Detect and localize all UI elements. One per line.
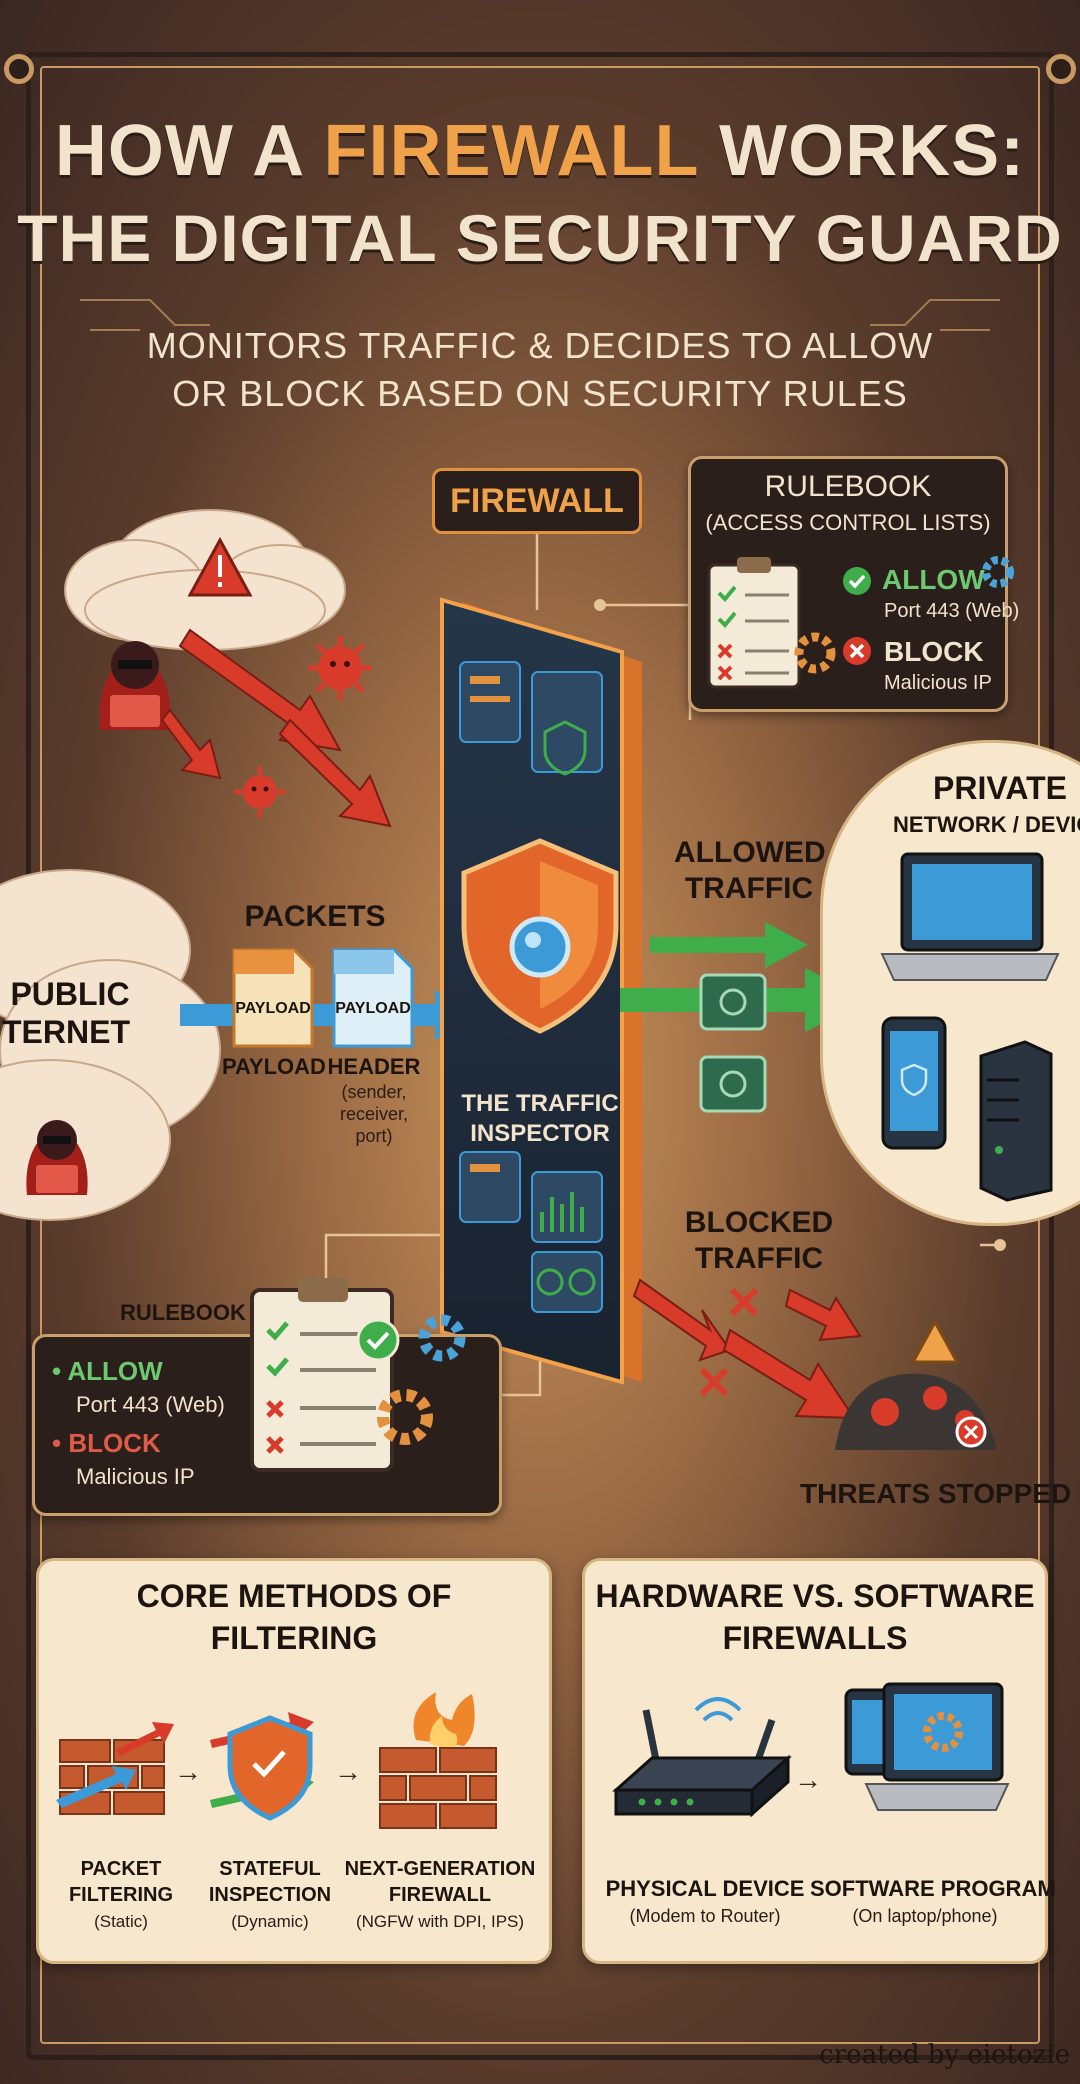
clipboard-icon	[250, 1278, 394, 1472]
page-title-line1: HOW A FIREWALL WORKS:	[54, 111, 1026, 191]
method-3-name2: FIREWALL	[388, 1884, 492, 1906]
circuit-decoration	[80, 299, 1000, 331]
clipboard-icon	[707, 557, 801, 689]
threat-pile-icon	[835, 1318, 997, 1450]
rulebook-bottom-allow-detail: Port 443 (Web)	[76, 1392, 225, 1417]
hacker-icon	[26, 1120, 88, 1195]
method-1-detail: (Static)	[94, 1912, 148, 1931]
gear-blue-icon	[982, 556, 1014, 588]
rulebook-top-allow-detail: Port 443 (Web)	[884, 600, 1020, 622]
packet-icon	[332, 948, 414, 1048]
threat-arrows	[160, 628, 392, 828]
payload-label: PAYLOAD	[222, 1054, 326, 1079]
blocked-label2: TRAFFIC	[694, 1242, 824, 1275]
gear-blue-icon	[418, 1314, 466, 1362]
allowed-label2: TRAFFIC	[684, 872, 814, 905]
server-icon	[979, 1040, 1053, 1202]
phone-icon	[881, 1016, 947, 1150]
rulebook-top-title: RULEBOOK	[764, 470, 932, 503]
sw-item-detail: (On laptop/phone)	[852, 1906, 998, 1926]
method-1-name1: PACKET	[80, 1858, 162, 1880]
threats-stopped-label: THREATS STOPPED	[800, 1478, 1072, 1509]
virus-icon	[234, 766, 286, 818]
hw-sw-title1: HARDWARE VS. SOFTWARE	[595, 1578, 1035, 1614]
allowed-label1: ALLOWED	[674, 836, 826, 869]
firewall-label: FIREWALL	[432, 468, 642, 534]
rulebook-top-subtitle: (ACCESS CONTROL LISTS)	[705, 510, 991, 535]
inspector-label1: THE TRAFFIC	[461, 1090, 619, 1117]
method-2-name1: STATEFUL	[219, 1858, 321, 1880]
laptop-icon	[880, 852, 1060, 981]
allowed-arrow-small	[650, 922, 808, 968]
hacker-icon	[99, 641, 171, 730]
header-detail-2: receiver,	[339, 1104, 409, 1124]
header-detail-3: port)	[355, 1126, 393, 1146]
arrow-right-icon: →	[794, 1764, 822, 1795]
arrow-right-icon: →	[174, 1756, 202, 1787]
brick-wall-icon	[56, 1722, 174, 1815]
router-icon	[612, 1697, 792, 1818]
private-network-label1: PRIVATE	[933, 770, 1067, 806]
arrow-right-icon: →	[334, 1756, 362, 1787]
corner-ornament-icon	[4, 54, 34, 84]
threat-cloud	[64, 509, 346, 651]
shield-inspect-icon	[210, 1712, 314, 1821]
method-2-detail: (Dynamic)	[231, 1912, 309, 1931]
packet2-tag: PAYLOAD	[335, 1000, 411, 1017]
page-title-line2: THE DIGITAL SECURITY GUARD	[17, 201, 1063, 275]
rulebook-bottom-allow-label: ALLOW	[67, 1356, 163, 1386]
corner-ornament-icon	[1046, 54, 1076, 84]
packet1-tag: PAYLOAD	[235, 1000, 311, 1017]
gear-icon	[377, 1389, 433, 1445]
public-internet-label2: INTERNET	[0, 1014, 130, 1050]
rulebook-bottom-block-label: BLOCK	[68, 1428, 161, 1458]
packets-title: PACKETS	[244, 900, 386, 933]
inspector-lens-icon	[509, 916, 571, 978]
hw-item-name: PHYSICAL DEVICE	[605, 1876, 805, 1901]
rulebook-bottom-title: RULEBOOK	[120, 1300, 246, 1325]
header-detail-1: (sender,	[341, 1082, 407, 1102]
core-methods-title2: FILTERING	[210, 1620, 378, 1656]
check-icon	[356, 1318, 400, 1362]
private-network-label2: NETWORK / DEVICE	[893, 812, 1080, 837]
method-2-name2: INSPECTION	[208, 1884, 332, 1906]
virus-icon	[308, 636, 372, 700]
rulebook-top-block: BLOCK	[884, 636, 984, 667]
rulebook-bottom-block-detail: Malicious IP	[76, 1464, 195, 1489]
block-icon	[843, 637, 871, 665]
safe-icon	[699, 973, 767, 1031]
fire-wall-icon	[379, 1692, 497, 1829]
blocked-label1: BLOCKED	[684, 1206, 834, 1239]
packet-icon	[232, 948, 314, 1048]
rulebook-top-block-detail: Malicious IP	[884, 672, 992, 694]
core-methods-title1: CORE METHODS OF	[136, 1578, 452, 1614]
check-icon	[843, 567, 871, 595]
method-3-name1: NEXT-GENERATION	[344, 1858, 536, 1880]
hw-sw-title2: FIREWALLS	[722, 1620, 908, 1656]
method-1-name2: FILTERING	[68, 1884, 174, 1906]
public-internet-label1: PUBLIC	[10, 976, 130, 1012]
header-label: HEADER	[327, 1054, 421, 1079]
method-3-detail: (NGFW with DPI, IPS)	[355, 1912, 525, 1931]
hw-item-detail: (Modem to Router)	[629, 1906, 781, 1926]
blocked-arrows	[632, 1278, 862, 1420]
inspector-label2: INSPECTOR	[470, 1120, 610, 1147]
subtitle-line1: MONITORS TRAFFIC & DECIDES TO ALLOW	[146, 325, 934, 366]
rulebook-top-allow: ALLOW	[882, 564, 985, 595]
subtitle-line2: OR BLOCK BASED ON SECURITY RULES	[172, 373, 908, 414]
rulebook-bottom-allow: • ALLOW	[52, 1356, 163, 1386]
gear-icon	[794, 632, 836, 674]
credit-text: created by eietozie	[819, 2040, 1070, 2070]
sw-item-name: SOFTWARE PROGRAM	[810, 1876, 1056, 1901]
public-internet-cloud	[0, 869, 221, 1221]
laptop-phone-icon	[844, 1682, 1010, 1811]
safe-icon	[699, 1055, 767, 1113]
rulebook-bottom-block: • BLOCK	[52, 1428, 161, 1458]
